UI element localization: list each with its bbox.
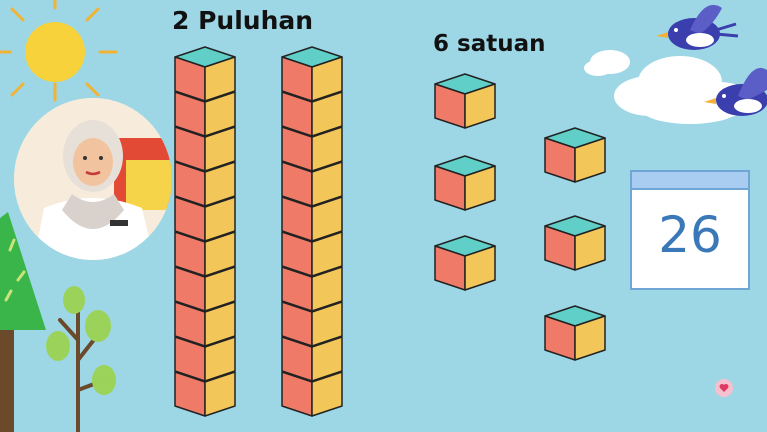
rod-cube <box>174 231 236 277</box>
cube-side-face <box>464 245 496 291</box>
cube-side-face <box>311 91 343 137</box>
cube-side-face <box>464 165 496 211</box>
tree-icon <box>0 212 46 432</box>
bird-icon <box>704 67 767 116</box>
rod-cube <box>281 266 343 312</box>
rod-cube <box>174 336 236 382</box>
small-tree-icon <box>46 286 116 432</box>
unit-cube <box>544 215 606 271</box>
tens-rod <box>281 46 343 417</box>
unit-cube <box>434 155 496 211</box>
cube-side-face <box>204 161 236 207</box>
cube-side-face <box>204 56 236 102</box>
tens-label: 2 Puluhan <box>172 6 314 35</box>
cube-side-face <box>574 225 606 271</box>
unit-cube <box>434 235 496 291</box>
cube-side-face <box>311 336 343 382</box>
number-card-header <box>632 172 748 190</box>
number-value: 26 <box>658 206 722 264</box>
rod-cube <box>174 126 236 172</box>
cube-side-face <box>311 231 343 277</box>
rod-cube <box>174 46 236 102</box>
cube-side-face <box>204 126 236 172</box>
cube-side-face <box>204 301 236 347</box>
cube-side-face <box>204 196 236 242</box>
rod-cube <box>281 231 343 277</box>
heart-icon <box>715 379 733 397</box>
cube-side-face <box>311 126 343 172</box>
number-card: 26 <box>630 170 750 290</box>
rod-cube <box>281 371 343 417</box>
rod-cube <box>174 91 236 137</box>
bird-icon <box>656 4 739 50</box>
cube-side-face <box>204 371 236 417</box>
ones-label: 6 satuan <box>433 31 546 57</box>
cube-side-face <box>311 266 343 312</box>
cube-side-face <box>311 196 343 242</box>
cube-side-face <box>311 56 343 102</box>
rod-cube <box>281 196 343 242</box>
unit-cube <box>544 127 606 183</box>
rod-cube <box>281 126 343 172</box>
presenter-avatar <box>14 98 172 260</box>
rod-cube <box>281 336 343 382</box>
rod-cube <box>281 161 343 207</box>
presenter-illustration <box>14 98 172 260</box>
tens-rod <box>174 46 236 417</box>
rod-cube <box>174 301 236 347</box>
cube-side-face <box>574 315 606 361</box>
rod-cube <box>281 91 343 137</box>
rod-cube <box>174 371 236 417</box>
rod-cube <box>174 161 236 207</box>
rod-cube <box>174 196 236 242</box>
cube-side-face <box>204 266 236 312</box>
rod-cube <box>174 266 236 312</box>
cube-side-face <box>574 137 606 183</box>
rod-cube <box>281 301 343 347</box>
unit-cube <box>434 73 496 129</box>
cube-side-face <box>311 301 343 347</box>
cube-side-face <box>204 231 236 277</box>
cube-side-face <box>464 83 496 129</box>
cube-side-face <box>204 91 236 137</box>
cube-side-face <box>204 336 236 382</box>
sun-icon <box>0 0 118 102</box>
unit-cube <box>544 305 606 361</box>
cube-side-face <box>311 371 343 417</box>
rod-cube <box>281 46 343 102</box>
cube-side-face <box>311 161 343 207</box>
